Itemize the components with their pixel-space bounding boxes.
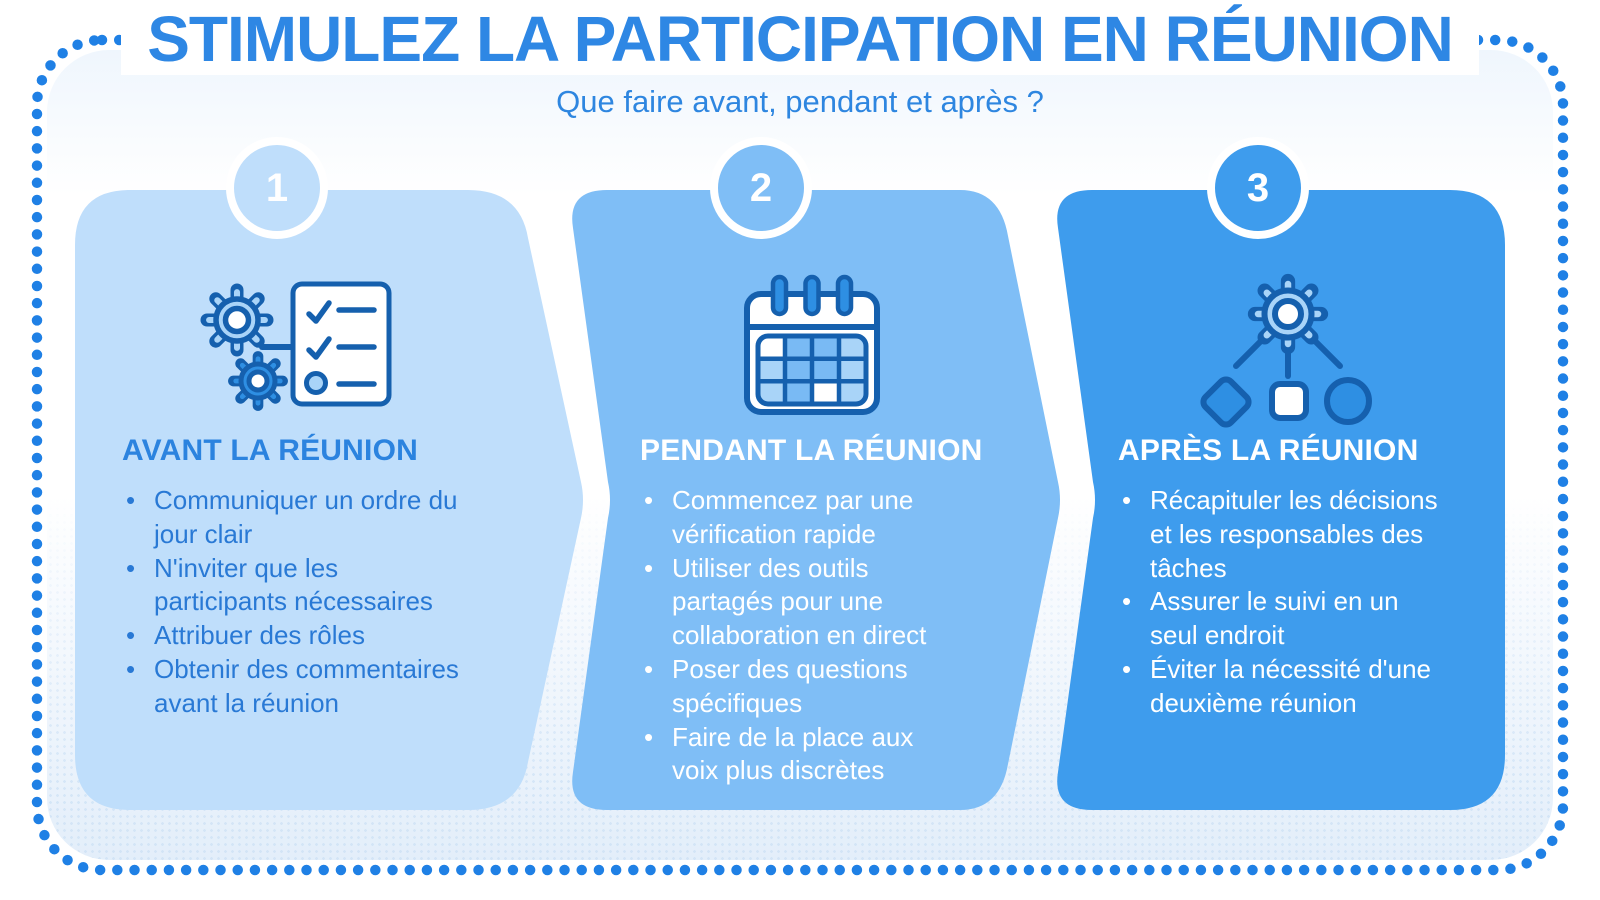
step-2-content: PENDANT LA RÉUNION Commencez par une vér… [640, 434, 983, 788]
bullet-item: Éviter la nécessité d'une deuxième réuni… [1118, 653, 1442, 721]
bullet-item: Utiliser des outils partagés pour une co… [640, 552, 960, 653]
step-3-bullets: Récapituler les décisions et les respons… [1118, 484, 1442, 721]
step-1-bullets: Communiquer un ordre du jour clair N'inv… [122, 484, 470, 721]
step-2-number: 2 [749, 165, 773, 210]
step-3-content: APRÈS LA RÉUNION Récapituler les décisio… [1118, 434, 1442, 721]
calendar-grid [758, 336, 866, 404]
step-3-number: 3 [1246, 165, 1270, 210]
bullet-item: Faire de la place aux voix plus discrète… [640, 721, 960, 789]
gear-icon [207, 290, 267, 350]
calendar-ring [770, 274, 789, 317]
diamond-shape [1200, 376, 1252, 428]
step-2-badge: 2 [710, 137, 812, 239]
page-title: STIMULEZ LA PARTICIPATION EN RÉUNION [121, 4, 1479, 76]
header: STIMULEZ LA PARTICIPATION EN RÉUNION [0, 4, 1600, 76]
bullet-item: Assurer le suivi en un seul endroit [1118, 585, 1442, 653]
circle-shape [1324, 377, 1372, 425]
gears-checklist-icon [207, 281, 392, 406]
dotted-border [31, 34, 1569, 876]
calendar-ring [803, 274, 821, 317]
square-shape [1269, 381, 1309, 421]
bullet-item: Poser des questions spécifiques [640, 653, 960, 721]
gear-icon [233, 356, 282, 405]
step-1-heading: AVANT LA RÉUNION [122, 434, 418, 467]
bullet-item: Commencez par une vérification rapide [640, 484, 960, 552]
bullet-item: Obtenir des commentaires avant la réunio… [122, 653, 470, 721]
step-2-heading: PENDANT LA RÉUNION [640, 434, 983, 467]
checkmark-icon [306, 300, 332, 324]
bullet-item: Communiquer un ordre du jour clair [122, 484, 470, 552]
calendar-ring [835, 274, 854, 317]
checkmark-icon [306, 336, 332, 360]
step-2-bullets: Commencez par une vérification rapide Ut… [640, 484, 960, 788]
step-1-number: 1 [265, 165, 289, 210]
page-subtitle: Que faire avant, pendant et après ? [556, 84, 1044, 119]
step-3-heading: APRÈS LA RÉUNION [1118, 434, 1419, 467]
calendar-icon [744, 274, 880, 415]
gear-flowchart-icon [1200, 281, 1372, 428]
step-1-badge: 1 [226, 137, 328, 239]
bullet-item: Récapituler les décisions et les respons… [1118, 484, 1442, 585]
bullet-item: Attribuer des rôles [122, 619, 470, 653]
gear-icon [1255, 281, 1321, 347]
step-1-content: AVANT LA RÉUNION Communiquer un ordre du… [122, 434, 470, 721]
step-3-badge: 3 [1207, 137, 1309, 239]
bullet-item: N'inviter que les participants nécessair… [122, 552, 470, 620]
